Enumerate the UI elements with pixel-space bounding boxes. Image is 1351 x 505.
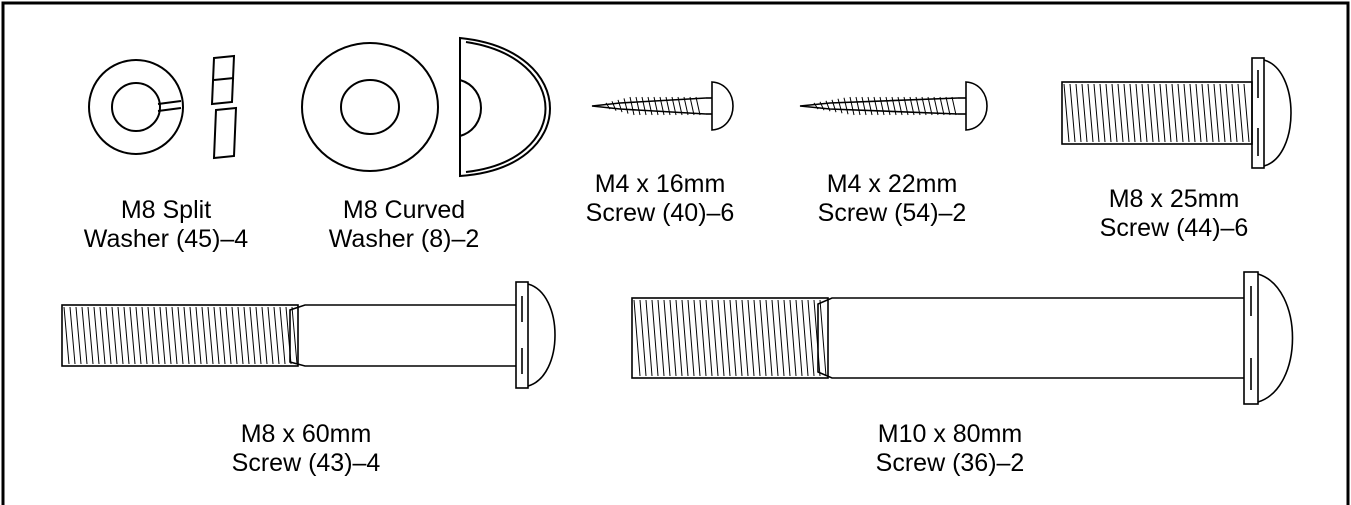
part-name: M4 x 22mm [826, 170, 958, 198]
screw-m10x80-drawing [631, 271, 1294, 405]
split-washer-drawing [88, 54, 238, 160]
part-qty: Screw (40)–6 [585, 199, 735, 227]
curved-washer-drawing [301, 36, 551, 178]
part-name: M8 Split [120, 196, 212, 224]
part-qty: Screw (44)–6 [1099, 214, 1249, 242]
part-qty: Screw (36)–2 [875, 449, 1025, 477]
part-name: M8 Curved [342, 196, 466, 224]
screw-m8x25-drawing [1061, 57, 1292, 169]
label-screw-m8x60: M8 x 60mm Screw (43)–4 [232, 420, 381, 478]
part-qty: Screw (43)–4 [231, 449, 381, 477]
screw-m4x22-drawing [799, 81, 988, 131]
label-screw-m4x16: M4 x 16mm Screw (40)–6 [586, 170, 735, 228]
part-qty: Screw (54)–2 [817, 199, 967, 227]
screw-m4x16-drawing [591, 81, 734, 131]
label-curved-washer: M8 Curved Washer (8)–2 [329, 196, 480, 254]
part-name: M4 x 16mm [594, 170, 726, 198]
part-qty: Washer (45)–4 [83, 225, 249, 253]
screw-m8x60-drawing [61, 281, 556, 389]
part-name: M10 x 80mm [877, 420, 1023, 448]
part-name: M8 x 25mm [1108, 185, 1240, 213]
label-split-washer: M8 Split Washer (45)–4 [84, 196, 248, 254]
label-screw-m8x25: M8 x 25mm Screw (44)–6 [1100, 185, 1249, 243]
label-screw-m4x22: M4 x 22mm Screw (54)–2 [818, 170, 967, 228]
label-screw-m10x80: M10 x 80mm Screw (36)–2 [876, 420, 1025, 478]
part-name: M8 x 60mm [240, 420, 372, 448]
part-qty: Washer (8)–2 [328, 225, 480, 253]
